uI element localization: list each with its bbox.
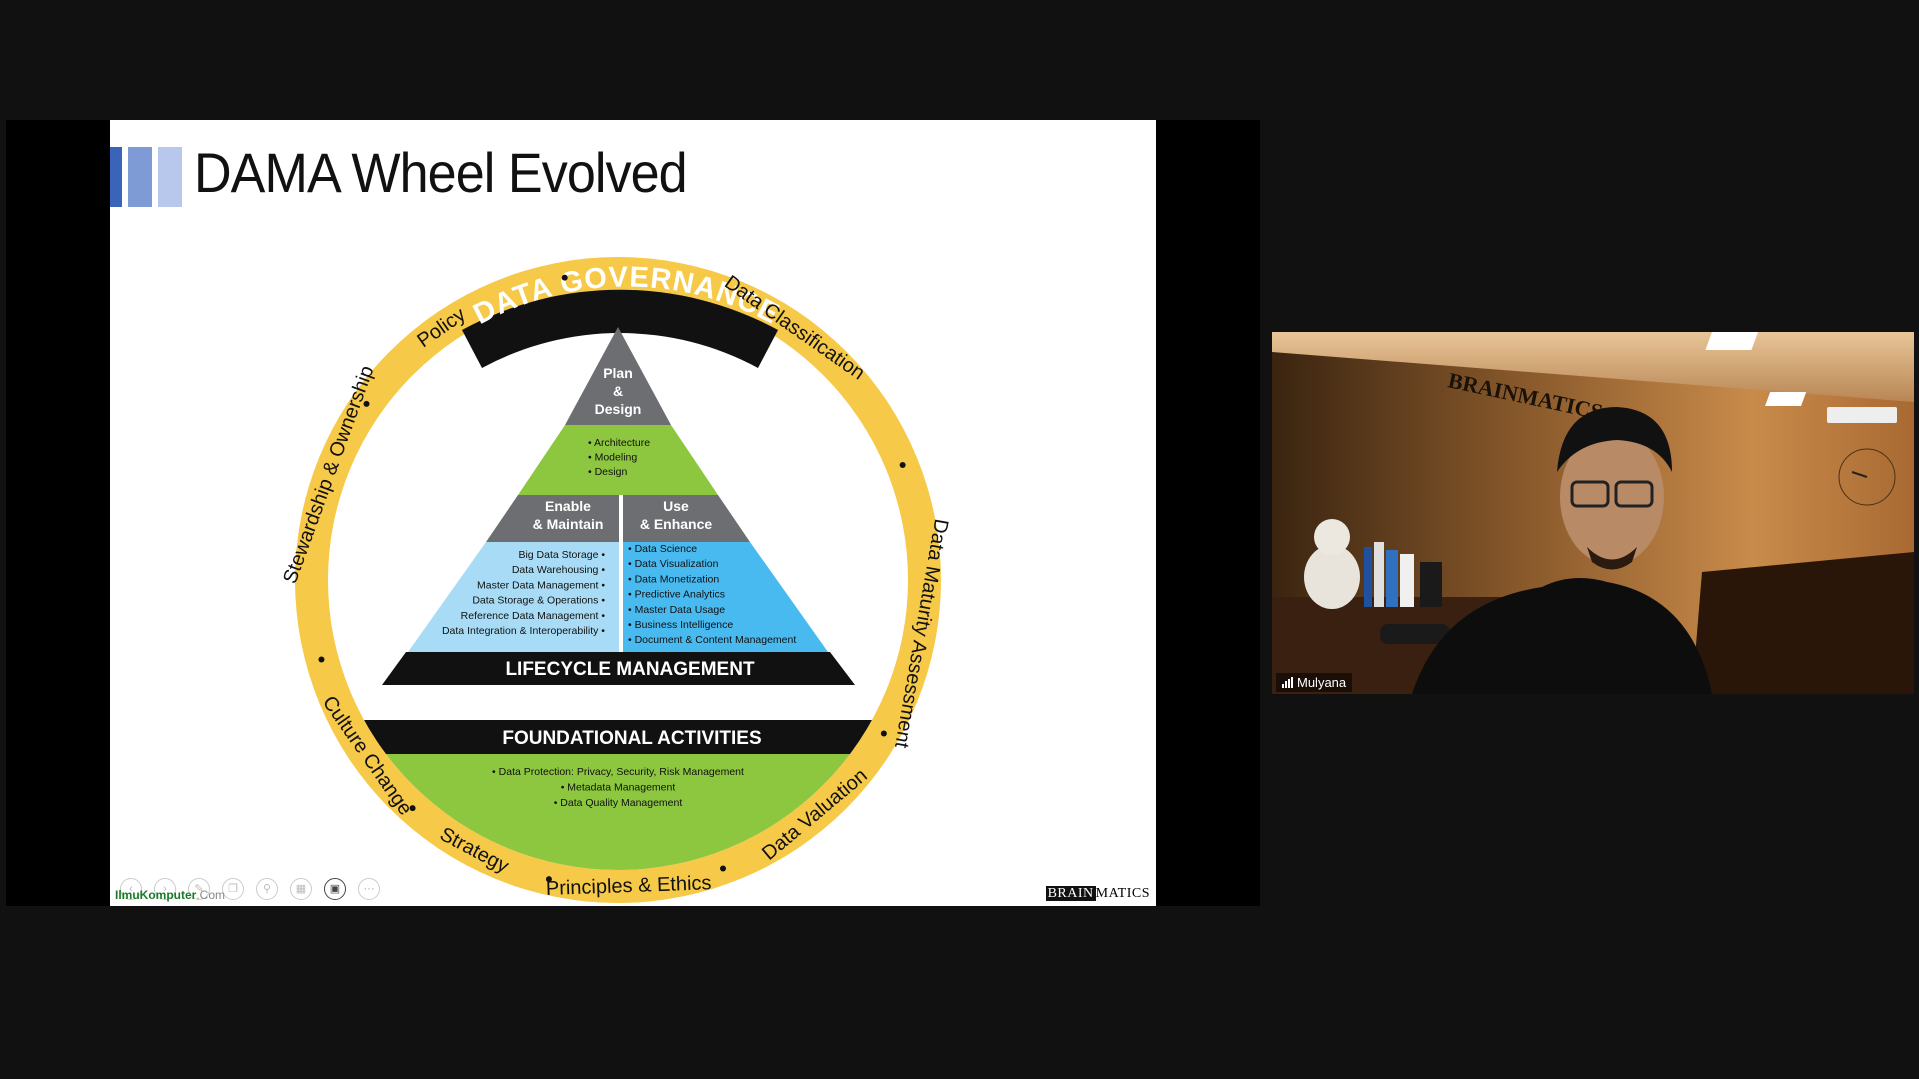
data-governance-band bbox=[462, 289, 778, 368]
pyramid-plan-items-area bbox=[518, 425, 718, 495]
ring-item: Principles & Ethics bbox=[546, 872, 712, 900]
book-3 bbox=[1386, 550, 1398, 607]
plush-bear bbox=[1304, 545, 1360, 609]
enable-maintain-item: Data Warehousing • bbox=[512, 564, 605, 576]
participant-video-feed: BRAINMATICS bbox=[1272, 332, 1914, 694]
footer-right-brain: BRAIN bbox=[1045, 886, 1096, 901]
desks bbox=[1692, 552, 1914, 694]
next-slide-icon[interactable]: › bbox=[154, 878, 176, 900]
plan-design-line-2: Design bbox=[595, 401, 642, 417]
use-enhance-item: • Data Visualization bbox=[628, 558, 719, 570]
plan-design-line-0: Plan bbox=[603, 365, 633, 381]
plan-design-label: Plan & Design bbox=[595, 365, 642, 417]
footer-left-suffix: .Com bbox=[196, 888, 226, 902]
use-enhance-item: • Data Monetization bbox=[628, 573, 719, 585]
clock-hand bbox=[1851, 471, 1868, 478]
slide-controls: ‹ › ✎ ❐ ⚲ ▦ ▣ ⋯ bbox=[120, 878, 380, 900]
book-4 bbox=[1400, 554, 1414, 607]
plush-bear-head bbox=[1314, 519, 1350, 555]
pyramid-enable-maintain bbox=[408, 542, 619, 652]
use-enhance-header: Use & Enhance bbox=[640, 498, 713, 532]
participant-name-tag: Mulyana bbox=[1276, 673, 1353, 692]
title-bar-2 bbox=[128, 147, 152, 207]
book bbox=[1364, 547, 1372, 607]
enable-maintain-header: Enable & Maintain bbox=[533, 498, 604, 532]
enable-maintain-item: Big Data Storage • bbox=[518, 549, 605, 561]
footer-left-logo: IlmuKomputer.Com bbox=[115, 888, 225, 902]
use-enhance-item: • Predictive Analytics bbox=[628, 589, 725, 601]
enable-maintain-item: Master Data Management • bbox=[477, 579, 605, 591]
enable-maintain-line-0: Enable bbox=[545, 498, 591, 514]
person-hair bbox=[1557, 407, 1672, 472]
signal-icon bbox=[1282, 677, 1293, 688]
plan-item: • Design bbox=[588, 466, 627, 478]
grid-icon[interactable]: ▦ bbox=[290, 878, 312, 900]
enable-maintain-item: Data Integration & Interoperability • bbox=[442, 625, 605, 637]
bottle bbox=[1380, 624, 1450, 644]
ceiling-light-2 bbox=[1765, 392, 1807, 406]
pyramid-headers bbox=[486, 495, 750, 542]
pyramid-divider bbox=[619, 495, 623, 652]
person-face bbox=[1560, 429, 1664, 565]
copy-icon[interactable]: ❐ bbox=[222, 878, 244, 900]
participant-video-tile[interactable]: BRAINMATICS Mulyana bbox=[1272, 332, 1914, 694]
foundational-header bbox=[328, 720, 908, 754]
more-icon[interactable]: ⋯ bbox=[358, 878, 380, 900]
footer-left-text: IlmuKomputer bbox=[115, 888, 197, 902]
zoom-icon[interactable]: ⚲ bbox=[256, 878, 278, 900]
use-enhance-item: • Master Data Usage bbox=[628, 604, 725, 616]
ring-bullet bbox=[318, 656, 325, 663]
pyramid-use-enhance bbox=[623, 542, 828, 652]
lifecycle-label: LIFECYCLE MANAGEMENT bbox=[505, 659, 755, 680]
wall-clock bbox=[1838, 448, 1896, 506]
book-2 bbox=[1374, 542, 1384, 607]
foundational-item: • Metadata Management bbox=[561, 782, 676, 794]
foundational-item: • Data Protection: Privacy, Security, Ri… bbox=[492, 766, 744, 778]
ceiling bbox=[1272, 332, 1914, 402]
foundational-label: FOUNDATIONAL ACTIVITIES bbox=[502, 728, 761, 749]
enable-maintain-item: Reference Data Management • bbox=[461, 610, 606, 622]
plan-design-line-1: & bbox=[613, 383, 623, 399]
title-bar-1 bbox=[110, 147, 122, 207]
glasses-left bbox=[1570, 480, 1610, 508]
ring-bullet bbox=[880, 730, 887, 737]
use-enhance-line-0: Use bbox=[663, 498, 689, 514]
ring-bullet bbox=[899, 461, 906, 468]
glasses-right bbox=[1614, 480, 1654, 508]
slide-title: DAMA Wheel Evolved bbox=[194, 141, 688, 204]
person-beard bbox=[1587, 547, 1637, 570]
title-bar-3 bbox=[158, 147, 182, 207]
use-enhance-item: • Business Intelligence bbox=[628, 619, 733, 631]
ring-bullet bbox=[561, 274, 568, 281]
prev-slide-icon[interactable]: ‹ bbox=[120, 878, 142, 900]
ring-bullet bbox=[363, 400, 370, 407]
use-enhance-line-1: & Enhance bbox=[640, 516, 713, 532]
tumbler bbox=[1420, 562, 1442, 607]
participant-name: Mulyana bbox=[1297, 675, 1347, 690]
enable-maintain-item: Data Storage & Operations • bbox=[472, 595, 605, 607]
footer-right-matics: MATICS bbox=[1095, 886, 1150, 901]
ring-bullet bbox=[409, 805, 416, 812]
plan-item: • Architecture bbox=[588, 437, 650, 449]
ring-bullet bbox=[720, 865, 727, 872]
plan-item: • Modeling bbox=[588, 452, 637, 464]
ring-bullet bbox=[545, 876, 552, 883]
presentation-slide: DAMA Wheel Evolved DATA GOVERNANCE Polic… bbox=[110, 120, 1156, 906]
pen-icon[interactable]: ✎ bbox=[188, 878, 210, 900]
use-enhance-item: • Data Science bbox=[628, 543, 697, 555]
pyramid-plan-design bbox=[565, 327, 671, 425]
ceiling-light bbox=[1705, 332, 1758, 350]
lifecycle-band bbox=[382, 652, 855, 685]
title-decoration bbox=[110, 147, 185, 207]
person-body bbox=[1412, 578, 1712, 694]
camera-icon[interactable]: ▣ bbox=[324, 878, 346, 900]
use-enhance-item: • Document & Content Management bbox=[628, 634, 796, 646]
foundational-item: • Data Quality Management bbox=[554, 797, 683, 809]
enable-maintain-line-1: & Maintain bbox=[533, 516, 604, 532]
air-conditioner bbox=[1827, 407, 1897, 423]
